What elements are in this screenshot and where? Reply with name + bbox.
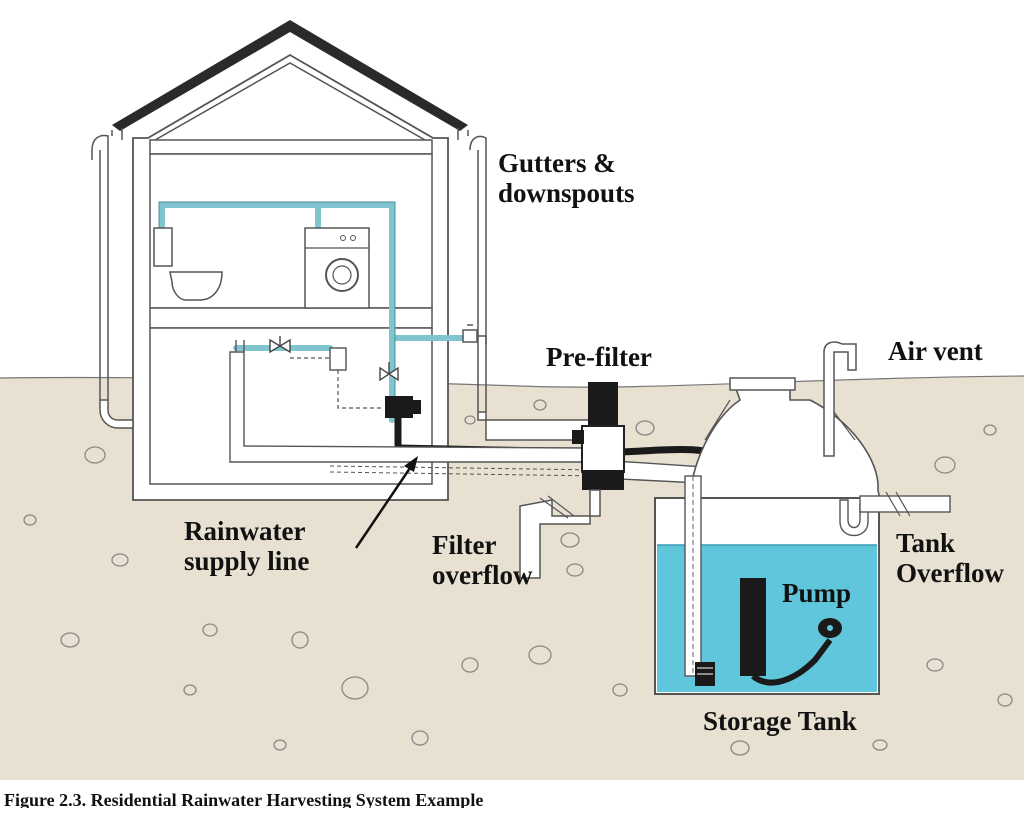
control-box <box>329 347 347 371</box>
label-air-vent: Air vent <box>888 336 983 366</box>
label-filter-line2: overflow <box>432 560 533 590</box>
blue-pipe-outlines <box>158 201 396 420</box>
toilet-cistern <box>153 227 173 267</box>
label-filter-overflow: Filter overflow <box>432 530 532 590</box>
overflow-line-dashed <box>329 465 601 477</box>
downspout-bases <box>99 399 591 441</box>
label-rainwater-supply-line: Rainwater supply line <box>184 516 309 576</box>
pebbles <box>23 399 1013 756</box>
house-inner-wall <box>154 62 426 141</box>
label-tank-overflow-line2: Overflow <box>896 558 1004 588</box>
downspouts <box>91 128 487 412</box>
control-wires <box>290 357 384 409</box>
toilet <box>169 271 223 301</box>
tank-neck <box>729 377 796 391</box>
tank-overflow-pipe <box>859 495 951 513</box>
label-rainwater-line2: supply line <box>184 546 310 576</box>
label-filter-line1: Filter <box>432 530 497 560</box>
label-gutters-line2: downspouts <box>498 178 635 208</box>
pre-filter <box>572 382 625 490</box>
tank-inflow-pipe <box>684 475 715 686</box>
label-gutters-downspouts: Gutters & downspouts <box>498 148 635 208</box>
supply-line-arrowhead <box>404 456 418 472</box>
label-gutters-line1: Gutters & <box>498 148 616 178</box>
pump-hose <box>751 638 833 686</box>
label-rainwater-line1: Rainwater <box>184 516 306 546</box>
figure-caption: Figure 2.3. Residential Rainwater Harves… <box>4 790 484 808</box>
booster-pump <box>385 396 413 418</box>
label-pump: Pump <box>782 578 852 608</box>
supply-line-arrow <box>354 467 412 549</box>
label-pre-filter: Pre-filter <box>546 342 652 372</box>
submersible-pump <box>740 578 766 676</box>
label-storage-tank: Storage Tank <box>703 706 857 736</box>
label-tank-overflow: Tank Overflow <box>896 528 1004 588</box>
air-vent <box>823 341 857 457</box>
outdoor-tap <box>462 324 487 344</box>
label-tank-overflow-line1: Tank <box>896 528 956 558</box>
filter-overflow-pipe <box>519 489 601 579</box>
attic-floor <box>149 139 433 155</box>
basement-valves <box>269 336 399 382</box>
